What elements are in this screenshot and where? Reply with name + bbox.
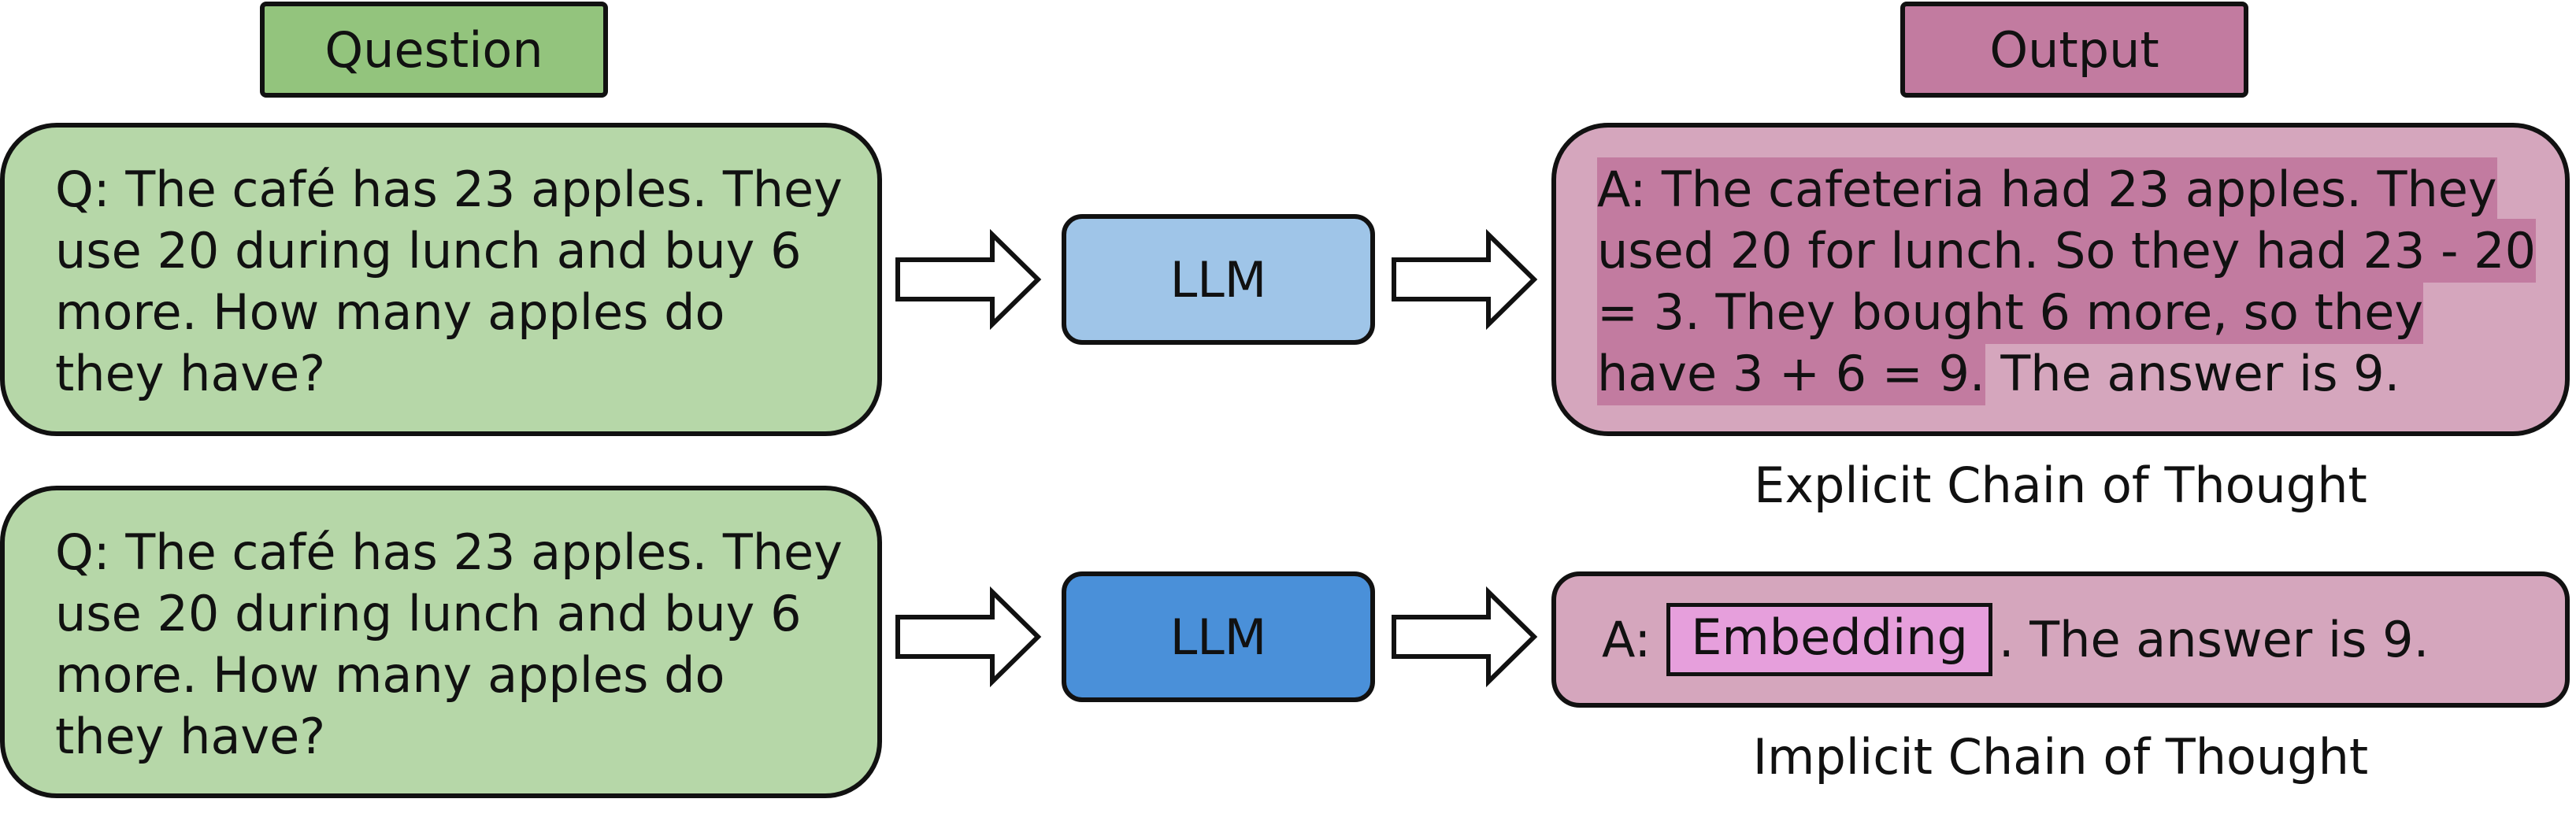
answer-conclusion: The answer is 9. bbox=[1985, 345, 2400, 402]
output-header-label: Output bbox=[1989, 20, 2159, 79]
answer-conclusion: . The answer is 9. bbox=[1998, 611, 2430, 668]
llm-label: LLM bbox=[1169, 250, 1267, 309]
answer-box-implicit: A: Embedding. The answer is 9. bbox=[1551, 571, 2570, 708]
embedding-chip: Embedding bbox=[1666, 603, 1992, 676]
llm-box-explicit: LLM bbox=[1062, 214, 1375, 345]
output-header: Output bbox=[1900, 2, 2248, 98]
question-box-explicit: Q: The café has 23 apples. They use 20 d… bbox=[0, 123, 882, 436]
question-header: Question bbox=[260, 2, 608, 98]
right-arrow-icon bbox=[895, 228, 1042, 331]
caption-explicit-cot: Explicit Chain of Thought bbox=[1754, 457, 2367, 514]
question-text: Q: The café has 23 apples. They use 20 d… bbox=[55, 161, 843, 402]
llm-box-implicit: LLM bbox=[1062, 571, 1375, 702]
answer-prefix: A: bbox=[1602, 611, 1651, 668]
caption-implicit-cot: Implicit Chain of Thought bbox=[1752, 728, 2369, 786]
right-arrow-icon bbox=[1392, 586, 1538, 688]
question-header-label: Question bbox=[324, 20, 543, 79]
right-arrow-icon bbox=[1392, 228, 1538, 331]
right-arrow-icon bbox=[895, 586, 1042, 688]
reasoning-text: The cafeteria had 23 apples. They used 2… bbox=[1597, 157, 2537, 405]
answer-prefix: A: bbox=[1597, 157, 1662, 221]
answer-box-explicit: A: The cafeteria had 23 apples. They use… bbox=[1551, 123, 2570, 436]
question-box-implicit: Q: The café has 23 apples. They use 20 d… bbox=[0, 486, 882, 798]
question-text: Q: The café has 23 apples. They use 20 d… bbox=[55, 523, 843, 765]
llm-label: LLM bbox=[1169, 608, 1267, 666]
